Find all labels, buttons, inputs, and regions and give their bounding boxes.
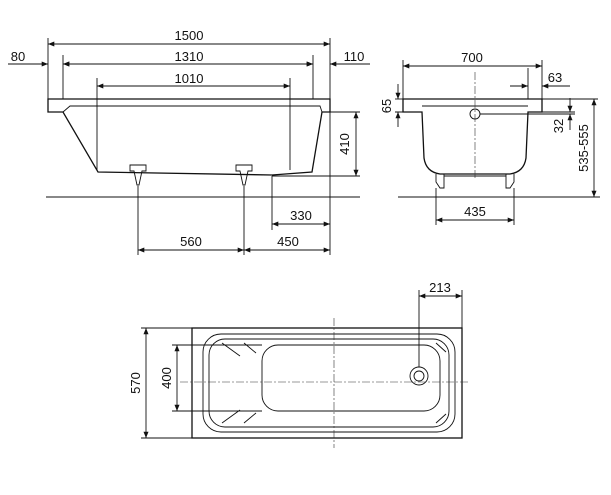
dim-inner-length: 1310 (175, 49, 204, 64)
top-outer-rim (191, 327, 463, 439)
dim-outer-width: 570 (128, 372, 143, 394)
dim-left-rim: 80 (11, 49, 25, 64)
dim-overall-length: 1500 (175, 28, 204, 43)
side-foot-left (129, 164, 147, 186)
dim-drain-position: 213 (429, 280, 451, 295)
dim-bottom-length: 1010 (175, 71, 204, 86)
side-tub-outline (47, 98, 331, 176)
dim-drain-height: 32 (551, 119, 566, 133)
end-foot-left (435, 174, 445, 189)
dim-total-height: 535-555 (576, 124, 591, 172)
top-bottom-area (261, 344, 441, 412)
dim-overall-width: 700 (461, 50, 483, 65)
side-tub-inner-line (62, 105, 323, 113)
dim-depth: 410 (337, 133, 352, 155)
end-foot-right (505, 174, 515, 189)
dim-leg-to-edge: 330 (290, 208, 312, 223)
top-inner-bowl-2 (208, 338, 450, 428)
end-tub-outline (402, 98, 543, 175)
top-inner-bowl (202, 333, 456, 433)
side-view: 1500 80 1310 110 1010 410 330 560 450 (8, 28, 370, 255)
dim-rim-height: 65 (379, 99, 394, 113)
end-view: 700 63 65 32 535-555 435 (379, 50, 600, 225)
dim-right-rim: 110 (344, 49, 365, 64)
top-view: 213 570 400 (128, 280, 470, 448)
dim-feet-width: 435 (464, 204, 486, 219)
dim-drain-offset: 63 (548, 70, 562, 85)
top-drain-inner (413, 370, 425, 382)
dim-leg-to-end: 450 (277, 234, 299, 249)
dim-bottom-width: 400 (159, 367, 174, 389)
dim-leg-spacing: 560 (180, 234, 202, 249)
side-foot-right (235, 164, 253, 186)
